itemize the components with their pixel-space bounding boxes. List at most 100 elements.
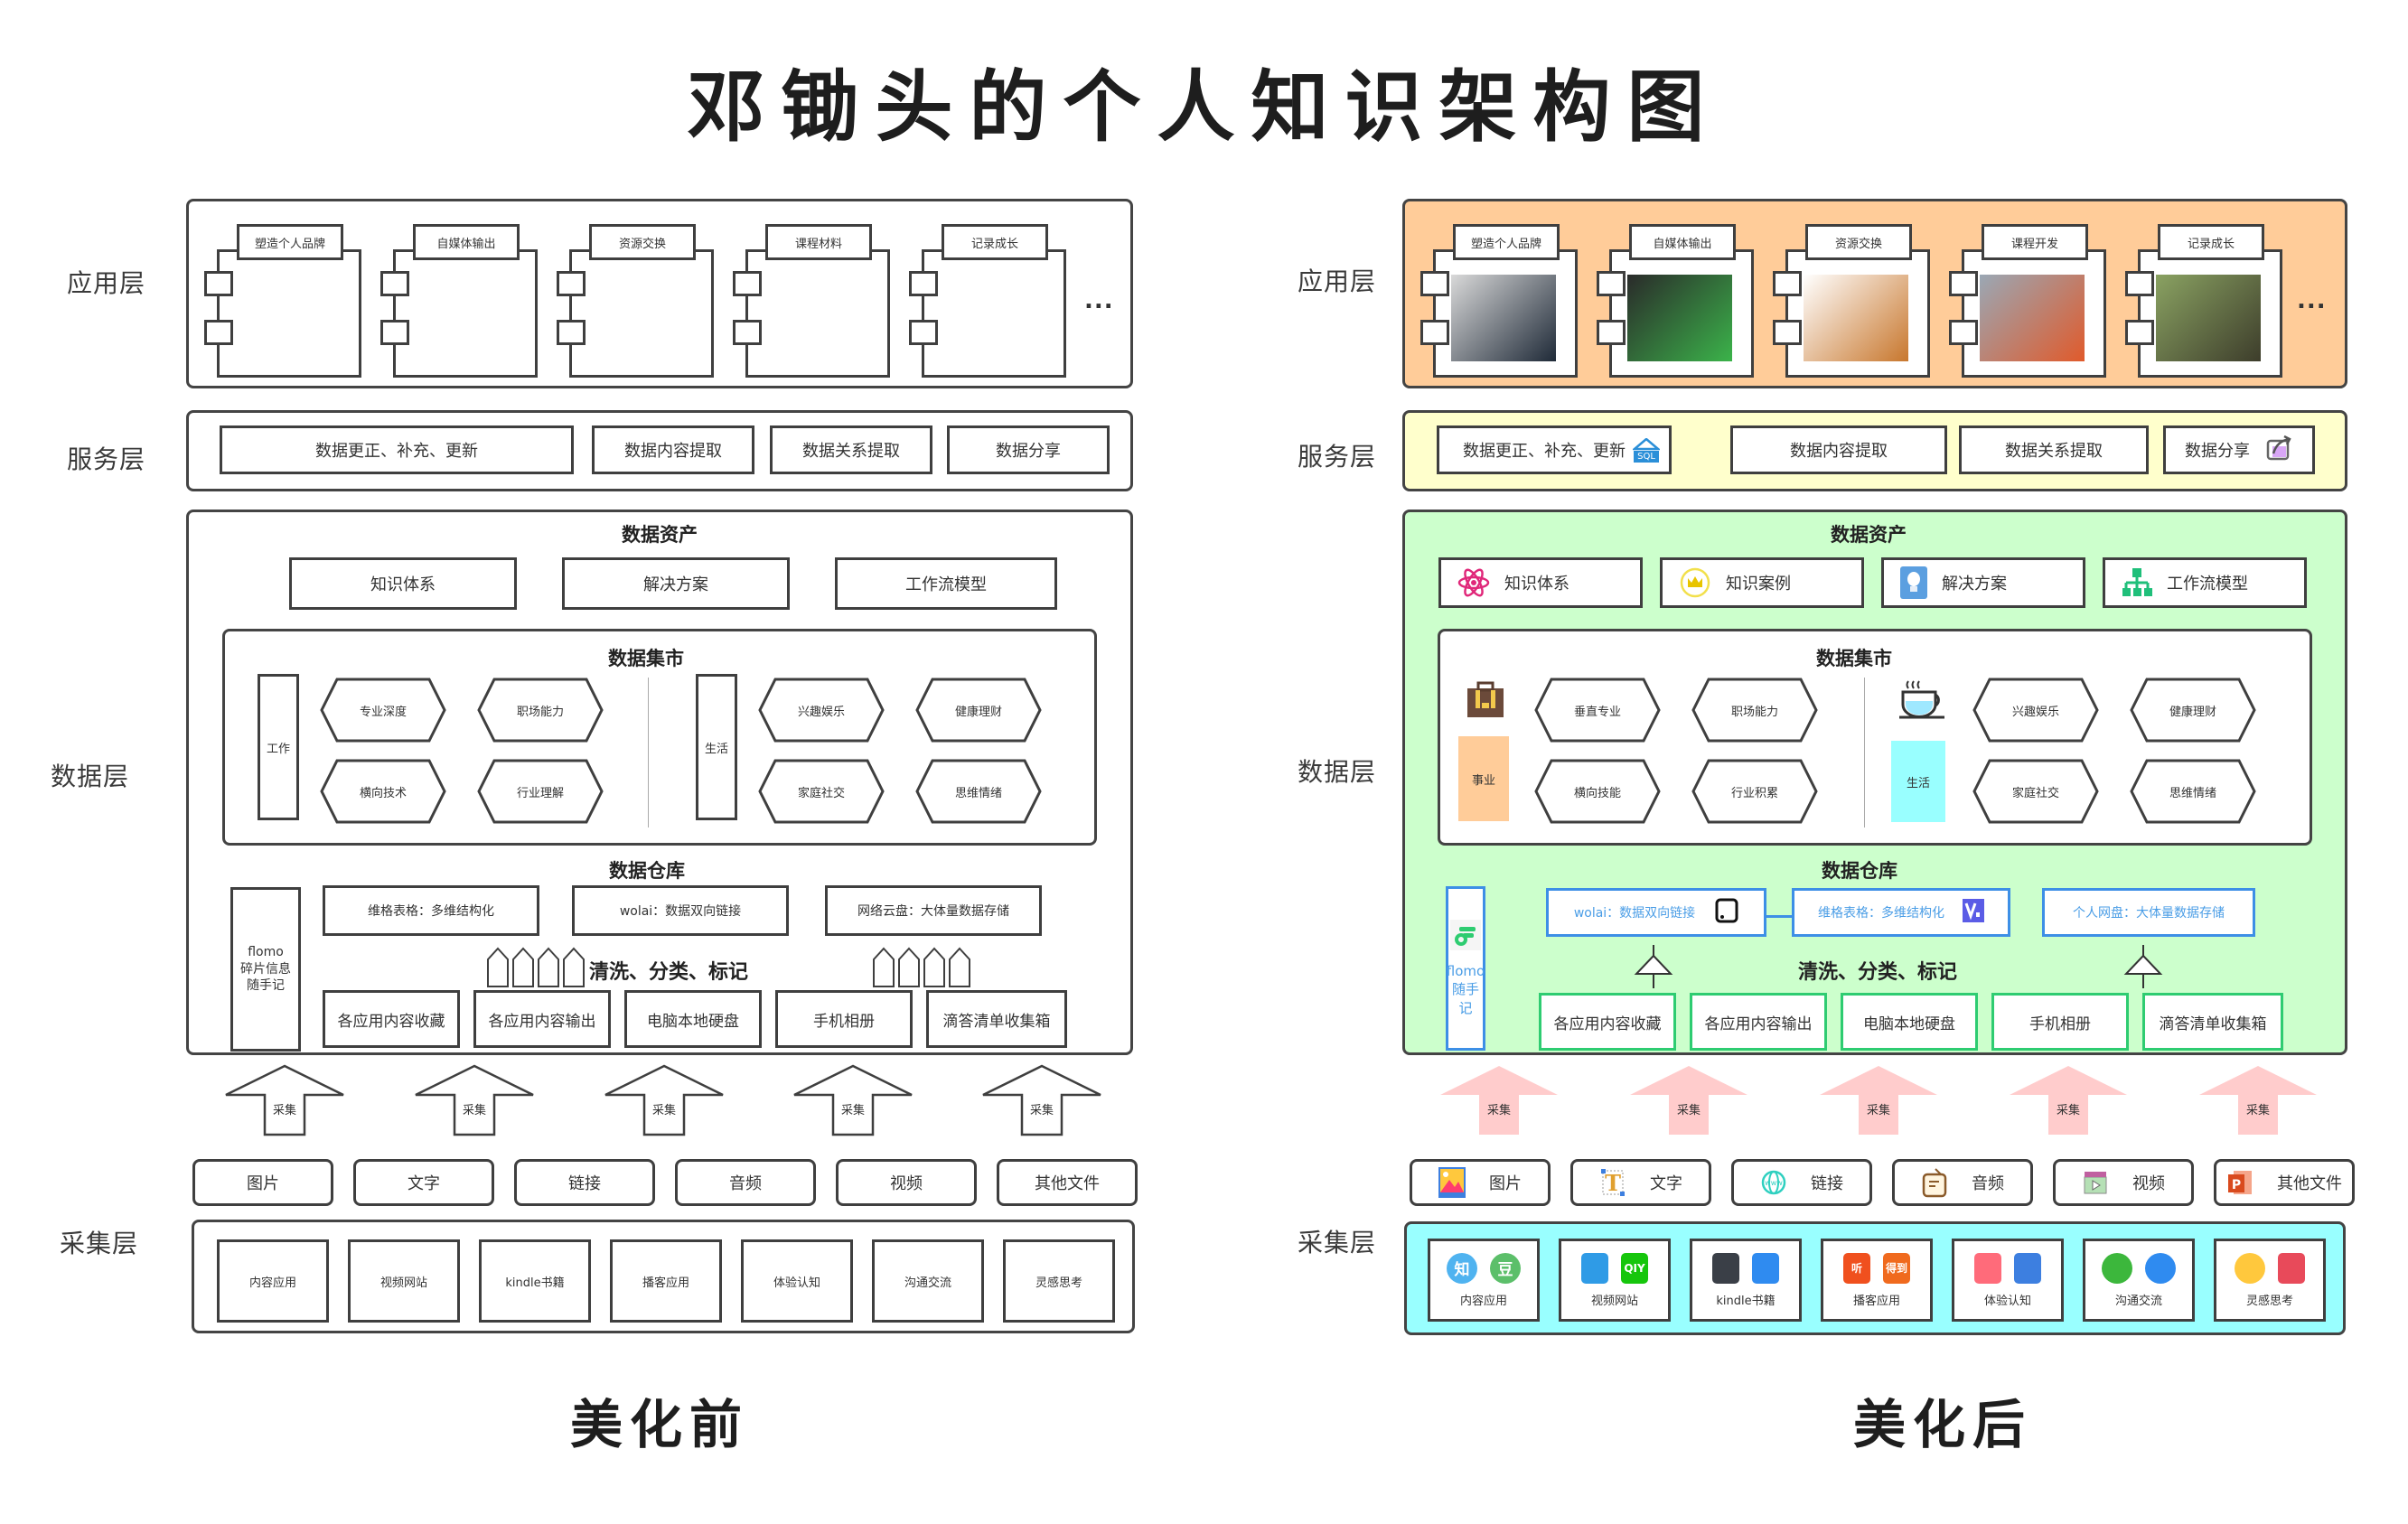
service-data-share-after[interactable]: 数据分享 bbox=[2163, 425, 2315, 474]
app-component[interactable]: 课程开发 bbox=[1944, 224, 2106, 378]
content-type-box[interactable]: 视频 bbox=[2053, 1159, 2194, 1206]
asset-solutions[interactable]: 解决方案 bbox=[562, 557, 790, 610]
store-label: 维格表格：多维结构化 bbox=[1818, 906, 1944, 921]
collect-channel[interactable]: 听得到 播客应用 bbox=[1821, 1239, 1933, 1322]
content-type-box[interactable]: 视频 bbox=[836, 1159, 977, 1206]
data-asset-label: 知识体系 bbox=[1504, 575, 1569, 594]
collect-channel[interactable]: 知豆 内容应用 bbox=[1428, 1239, 1540, 1322]
mart-item[interactable]: 兴趣娱乐 bbox=[1972, 678, 2100, 743]
store-wolai-after[interactable]: wolai：数据双向链接 bbox=[1546, 888, 1766, 937]
collect-channel[interactable]: 沟通交流 bbox=[872, 1239, 984, 1323]
app-component[interactable]: 塑造个人品牌 bbox=[1415, 224, 1578, 378]
data-mart-title-after: 数据集市 bbox=[1816, 648, 1892, 669]
mart-item[interactable]: 思维情绪 bbox=[2129, 759, 2257, 824]
mart-item[interactable]: 职场能力 bbox=[476, 678, 604, 743]
channel-icons bbox=[2102, 1252, 2176, 1284]
collect-channel[interactable]: kindle书籍 bbox=[1690, 1239, 1802, 1322]
collect-channel[interactable]: 体验认知 bbox=[1952, 1239, 2064, 1322]
source-app-favorites[interactable]: 各应用内容收藏 bbox=[323, 990, 460, 1048]
collect-channel[interactable]: 灵感思考 bbox=[1003, 1239, 1115, 1323]
source-ticktick-inbox-after[interactable]: 滴答清单收集箱 bbox=[2142, 993, 2283, 1051]
service-data-correction[interactable]: 数据更正、补充、更新 bbox=[220, 425, 574, 474]
source-local-disk[interactable]: 电脑本地硬盘 bbox=[624, 990, 762, 1048]
content-type-box[interactable]: P 其他文件 bbox=[2214, 1159, 2355, 1206]
source-app-output-after[interactable]: 各应用内容输出 bbox=[1690, 993, 1827, 1051]
app-component[interactable]: 塑造个人品牌 bbox=[199, 224, 361, 378]
service-content-extract-after[interactable]: 数据内容提取 bbox=[1730, 425, 1947, 474]
mart-item[interactable]: 健康理财 bbox=[914, 678, 1043, 743]
content-type-box[interactable]: 音频 bbox=[1892, 1159, 2033, 1206]
store-wolai[interactable]: wolai：数据双向链接 bbox=[572, 885, 789, 936]
service-content-extract[interactable]: 数据内容提取 bbox=[592, 425, 754, 474]
asset-knowledge-system[interactable]: 知识体系 bbox=[289, 557, 517, 610]
content-type-box[interactable]: 图片 bbox=[1410, 1159, 1551, 1206]
collect-channel[interactable]: 体验认知 bbox=[741, 1239, 853, 1323]
app-component[interactable]: 记录成长 bbox=[904, 224, 1066, 378]
mart-item[interactable]: 家庭社交 bbox=[1972, 759, 2100, 824]
content-type-box[interactable]: www 链接 bbox=[1731, 1159, 1872, 1206]
app-component[interactable]: 资源交换 bbox=[1767, 224, 1930, 378]
mart-item[interactable]: 行业理解 bbox=[476, 759, 604, 824]
app-component[interactable]: 记录成长 bbox=[2120, 224, 2282, 378]
content-type-box[interactable]: 链接 bbox=[514, 1159, 655, 1206]
source-phone-album[interactable]: 手机相册 bbox=[775, 990, 913, 1048]
mart-item[interactable]: 兴趣娱乐 bbox=[757, 678, 885, 743]
component-label: 自媒体输出 bbox=[1629, 224, 1736, 260]
app-component[interactable]: 课程材料 bbox=[727, 224, 890, 378]
flomo-box[interactable]: flomo 碎片信息 随手记 bbox=[230, 887, 301, 1052]
source-app-favorites-after[interactable]: 各应用内容收藏 bbox=[1539, 993, 1676, 1051]
app-component[interactable]: 自媒体输出 bbox=[1591, 224, 1754, 378]
flomo-box-after[interactable]: flomo 随手记 bbox=[1446, 886, 1485, 1051]
app-illustration bbox=[1804, 275, 1908, 361]
mart-item[interactable]: 垂直专业 bbox=[1533, 678, 1662, 743]
mart-item[interactable]: 家庭社交 bbox=[757, 759, 885, 824]
content-type-box[interactable]: T 文字 bbox=[1570, 1159, 1711, 1206]
mart-item[interactable]: 横向技能 bbox=[1533, 759, 1662, 824]
source-phone-album-after[interactable]: 手机相册 bbox=[1991, 993, 2129, 1051]
data-asset-item[interactable]: 工作流模型 bbox=[2103, 557, 2307, 608]
mart-item[interactable]: 思维情绪 bbox=[914, 759, 1043, 824]
store-vika[interactable]: 维格表格：多维结构化 bbox=[323, 885, 539, 936]
collect-channel[interactable]: kindle书籍 bbox=[479, 1239, 591, 1323]
video-icon bbox=[2082, 1169, 2109, 1196]
app-component[interactable]: 自媒体输出 bbox=[375, 224, 538, 378]
data-asset-item[interactable]: 知识体系 bbox=[1438, 557, 1643, 608]
component-body bbox=[922, 249, 1066, 378]
collect-arrow-label: 采集 bbox=[2245, 1104, 2270, 1117]
collect-channel[interactable]: QIY 视频网站 bbox=[1559, 1239, 1671, 1322]
content-type-box[interactable]: 其他文件 bbox=[997, 1159, 1138, 1206]
component-body bbox=[569, 249, 714, 378]
data-asset-item[interactable]: 知识案例 bbox=[1660, 557, 1864, 608]
app-component[interactable]: 资源交换 bbox=[551, 224, 714, 378]
service-relation-extract-after[interactable]: 数据关系提取 bbox=[1959, 425, 2149, 474]
store-personal-disk-after[interactable]: 个人网盘：大体量数据存储 bbox=[2042, 888, 2255, 937]
store-cloud-disk[interactable]: 网络云盘：大体量数据存储 bbox=[825, 885, 1042, 936]
layer-label-collect: 采集层 bbox=[60, 1229, 139, 1258]
collect-channel[interactable]: 视频网站 bbox=[348, 1239, 460, 1323]
collect-channel[interactable]: 内容应用 bbox=[217, 1239, 329, 1323]
service-relation-extract[interactable]: 数据关系提取 bbox=[770, 425, 932, 474]
content-type-box[interactable]: 图片 bbox=[192, 1159, 333, 1206]
content-type-box[interactable]: 文字 bbox=[353, 1159, 494, 1206]
service-data-correction-after[interactable]: 数据更正、补充、更新 SQL bbox=[1437, 425, 1672, 474]
collect-channel[interactable]: 灵感思考 bbox=[2214, 1239, 2326, 1322]
content-type-box[interactable]: 音频 bbox=[675, 1159, 816, 1206]
upload-arrow-icon bbox=[511, 947, 535, 992]
mart-item[interactable]: 专业深度 bbox=[319, 678, 447, 743]
data-asset-item[interactable]: 解决方案 bbox=[1881, 557, 2085, 608]
collect-channel[interactable]: 播客应用 bbox=[610, 1239, 722, 1323]
mart-item[interactable]: 横向技术 bbox=[319, 759, 447, 824]
mart-item[interactable]: 行业积累 bbox=[1691, 759, 1819, 824]
service-data-share[interactable]: 数据分享 bbox=[947, 425, 1110, 474]
source-ticktick-inbox[interactable]: 滴答清单收集箱 bbox=[926, 990, 1067, 1048]
upload-arrow-icon bbox=[872, 947, 895, 992]
source-local-disk-after[interactable]: 电脑本地硬盘 bbox=[1841, 993, 1978, 1051]
sql-icon: SQL bbox=[1633, 437, 1660, 463]
collect-arrow: 采集 bbox=[604, 1064, 725, 1136]
mart-item[interactable]: 职场能力 bbox=[1691, 678, 1819, 743]
store-vika-after[interactable]: 维格表格：多维结构化 bbox=[1792, 888, 2010, 937]
source-app-output[interactable]: 各应用内容输出 bbox=[473, 990, 611, 1048]
mart-item[interactable]: 健康理财 bbox=[2129, 678, 2257, 743]
collect-channel[interactable]: 沟通交流 bbox=[2083, 1239, 2195, 1322]
asset-workflow-models[interactable]: 工作流模型 bbox=[835, 557, 1057, 610]
